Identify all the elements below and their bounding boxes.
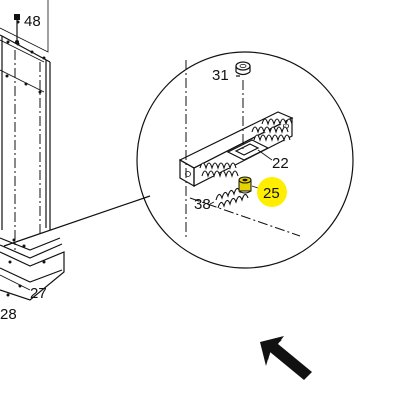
detail-view: [178, 60, 301, 240]
callout-27: 27: [30, 285, 47, 302]
svg-text:31: 31: [212, 67, 229, 84]
callout-28: 28: [0, 306, 17, 323]
callout-38: 38: [194, 196, 211, 213]
part-48-screw: [14, 14, 20, 44]
part-31-nut: [235, 61, 251, 76]
part-22-bracket: [178, 111, 294, 188]
bracket-springs: [199, 118, 293, 178]
part-25-pin: [238, 176, 252, 194]
callout-22: 22: [272, 155, 289, 172]
svg-text:28: 28: [0, 306, 17, 323]
callout-31: 31: [212, 67, 229, 84]
frame-assembly: [0, 0, 65, 301]
svg-text:48: 48: [24, 13, 41, 30]
detail-circle: [136, 51, 354, 269]
detail-leader-line: [3, 195, 151, 247]
svg-text:38: 38: [194, 196, 211, 213]
callout-48: 48: [24, 13, 41, 30]
svg-text:22: 22: [272, 155, 289, 172]
svg-text:27: 27: [30, 285, 47, 302]
callout-25-highlight: 25: [257, 177, 287, 207]
svg-text:25: 25: [263, 185, 280, 202]
arrow-down-right-icon: [260, 336, 312, 380]
